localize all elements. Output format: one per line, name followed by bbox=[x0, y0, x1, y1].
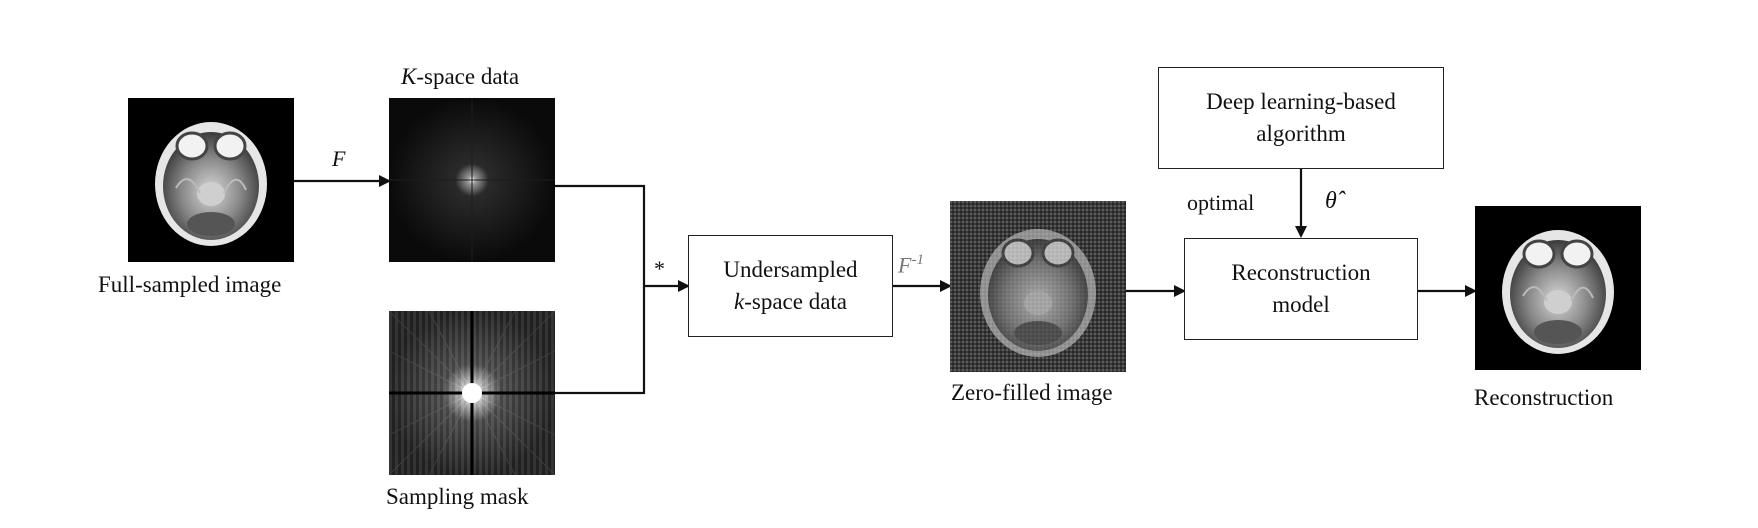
kspace-caption: K-space data bbox=[401, 64, 519, 90]
undersampled-k-symbol: k bbox=[733, 289, 745, 314]
undersampled-line1: Undersampled bbox=[723, 257, 858, 282]
sampling-mask-image bbox=[389, 311, 555, 475]
full-sampled-image-caption: Full-sampled image bbox=[98, 272, 282, 297]
zero-filled-image-caption: Zero-filled image bbox=[951, 380, 1113, 405]
inverse-fourier-exponent: -1 bbox=[911, 252, 924, 268]
inverse-fourier-symbol: F bbox=[898, 252, 912, 278]
undersampled-line2: k-space data bbox=[734, 286, 847, 318]
kspace-caption-text: -space data bbox=[416, 64, 520, 89]
zero-filled-image bbox=[950, 201, 1126, 372]
reconstruction-caption: Reconstruction bbox=[1474, 385, 1614, 410]
reconstruction-model-line1: Reconstruction bbox=[1231, 260, 1371, 285]
multiply-operator-label: * bbox=[654, 256, 665, 281]
reconstruction-image bbox=[1475, 206, 1641, 370]
reconstruction-model-box: Reconstruction model bbox=[1184, 238, 1418, 340]
undersampled-kspace-box: Undersampled k-space data bbox=[688, 235, 893, 337]
reconstruction-model-line2: model bbox=[1272, 292, 1330, 317]
deep-learning-algorithm-box: Deep learning-based algorithm bbox=[1158, 67, 1444, 169]
kspace-caption-symbol: K bbox=[401, 64, 417, 89]
sampling-mask-caption: Sampling mask bbox=[386, 484, 529, 509]
optimal-label: optimal bbox=[1187, 190, 1255, 215]
undersampled-line2-text: -space data bbox=[744, 289, 847, 314]
inverse-fourier-label: F-1 bbox=[898, 252, 924, 278]
line-kspace-to-join bbox=[555, 184, 646, 395]
deep-learning-line2: algorithm bbox=[1256, 121, 1346, 146]
theta-hat-label: θ̂ bbox=[1325, 188, 1337, 214]
deep-learning-line1: Deep learning-based bbox=[1206, 89, 1396, 114]
kspace-data-image bbox=[389, 98, 555, 262]
fourier-transform-label: F bbox=[332, 146, 346, 171]
full-sampled-image bbox=[128, 98, 294, 262]
